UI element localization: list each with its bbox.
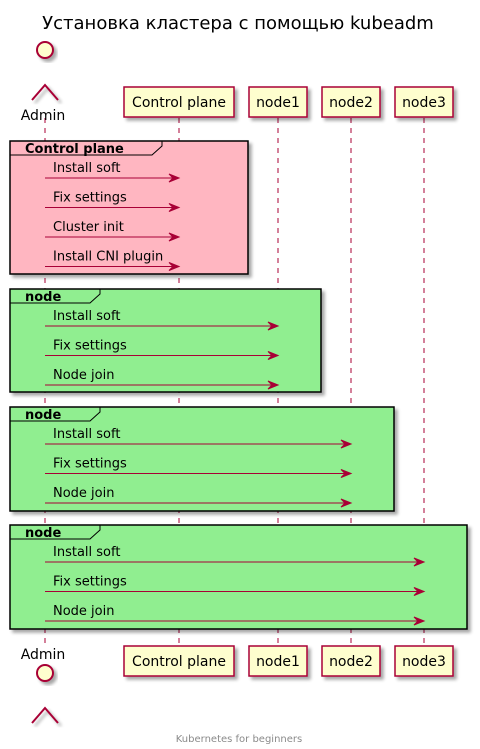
arrowhead-icon — [267, 380, 280, 390]
message-label: Install soft — [53, 161, 120, 176]
message-label: Install soft — [53, 309, 120, 324]
arrowhead-icon — [168, 262, 181, 271]
group-frame-4: node — [9, 524, 468, 630]
participant-box — [248, 86, 308, 118]
participant-label: Control plane — [132, 654, 226, 670]
group-label: Control plane — [25, 142, 124, 157]
participant-label: node2 — [329, 95, 373, 111]
arrowhead-icon — [267, 351, 280, 360]
diagram-title: Установка кластера с помощью kubeadm — [42, 13, 434, 34]
message-arrow: Install soft — [45, 545, 426, 567]
arrowhead-icon — [340, 469, 353, 478]
message-label: Fix settings — [53, 339, 127, 354]
participant-box — [394, 645, 454, 677]
message-arrow: Node join — [45, 368, 280, 390]
participant-node2-bottom: node2 — [321, 645, 381, 677]
message-arrow: Node join — [45, 604, 426, 626]
group-frame-2: node — [9, 288, 322, 393]
participant-node3-bottom: node3 — [394, 645, 454, 677]
actor-figure-top-icon — [31, 41, 59, 101]
group-frame-3: node — [9, 406, 395, 512]
arrowhead-icon — [340, 439, 353, 449]
actor-label-bottom: Admin — [21, 647, 66, 663]
participant-box — [123, 86, 235, 118]
participant-control-plane-bottom: Control plane — [123, 645, 235, 677]
participant-node1-bottom: node1 — [248, 645, 308, 677]
participant-box — [321, 645, 381, 677]
group-label: node — [25, 290, 61, 305]
arrowhead-icon — [168, 173, 181, 183]
message-arrow: Cluster init — [45, 220, 181, 242]
message-arrow: Fix settings — [45, 457, 353, 478]
actor-head — [36, 664, 54, 682]
message-arrow: Node join — [45, 486, 353, 508]
participant-control-plane-top: Control plane — [123, 86, 235, 118]
arrowhead-icon — [413, 557, 426, 567]
arrowhead-icon — [413, 616, 426, 626]
actor-head — [36, 41, 54, 59]
participant-label: node3 — [402, 654, 446, 670]
message-label: Fix settings — [53, 191, 127, 206]
message-arrow: Install soft — [45, 309, 280, 331]
actor-figure-bottom-icon — [31, 664, 59, 724]
message-arrow: Install CNI plugin — [45, 250, 181, 271]
participant-label: Control plane — [132, 95, 226, 111]
participant-node3-top: node3 — [394, 86, 454, 118]
message-label: Install soft — [53, 545, 120, 560]
actor-label-top: Admin — [21, 108, 66, 124]
message-label: Node join — [53, 604, 114, 619]
message-label: Fix settings — [53, 457, 127, 472]
arrowhead-icon — [168, 232, 181, 242]
message-arrow: Install soft — [45, 161, 181, 183]
arrowhead-icon — [168, 203, 181, 212]
arrowhead-icon — [267, 321, 280, 331]
message-arrow: Install soft — [45, 427, 353, 449]
group-frames: Control plane node node node — [9, 140, 468, 630]
message-arrow: Fix settings — [45, 575, 426, 596]
message-label: Fix settings — [53, 575, 127, 590]
arrowhead-icon — [340, 498, 353, 508]
message-label: Cluster init — [53, 220, 124, 235]
group-label: node — [25, 526, 61, 541]
message-label: Install CNI plugin — [53, 250, 163, 265]
participant-box — [248, 645, 308, 677]
message-arrow: Fix settings — [45, 191, 181, 212]
participant-node1-top: node1 — [248, 86, 308, 118]
participant-box — [321, 86, 381, 118]
group-frame-box — [9, 524, 468, 630]
participant-label: node2 — [329, 654, 373, 670]
participant-label: node1 — [256, 95, 300, 111]
participant-box — [394, 86, 454, 118]
message-arrow: Fix settings — [45, 339, 280, 360]
message-label: Install soft — [53, 427, 120, 442]
footer-text: Kubernetes for beginners — [176, 734, 303, 745]
group-label: node — [25, 408, 61, 423]
participant-node2-top: node2 — [321, 86, 381, 118]
actor-legs — [31, 706, 59, 724]
message-label: Node join — [53, 486, 114, 501]
actor-legs — [31, 83, 59, 101]
group-label-tab — [10, 525, 101, 540]
group-label-tab — [10, 289, 101, 304]
participant-box — [123, 645, 235, 677]
arrowhead-icon — [413, 587, 426, 596]
group-frame-box — [9, 288, 322, 393]
participant-label: node1 — [256, 654, 300, 670]
group-label-tab — [10, 141, 163, 156]
participant-label: node3 — [402, 95, 446, 111]
group-frame-box — [9, 406, 395, 512]
message-label: Node join — [53, 368, 114, 383]
group-label-tab — [10, 407, 101, 422]
